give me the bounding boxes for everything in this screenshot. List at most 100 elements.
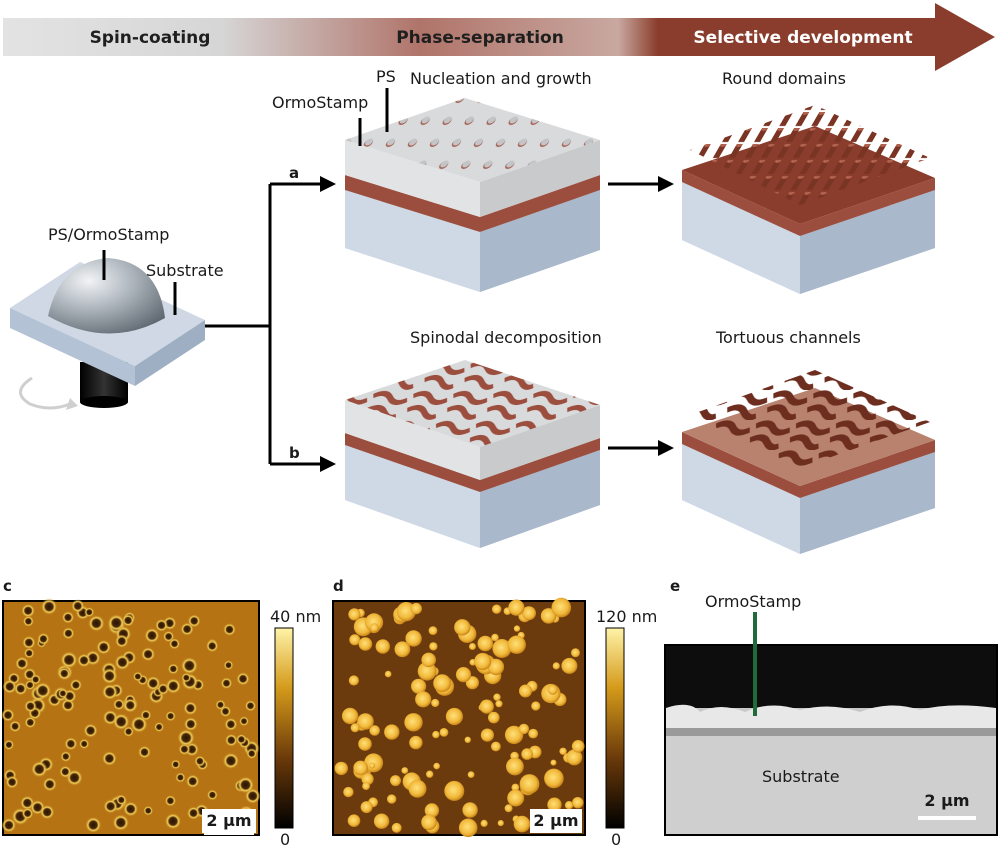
colorbar-c-min: 0 <box>280 830 290 847</box>
afm-d-domain <box>547 684 558 695</box>
afm-c-pit <box>224 733 238 747</box>
afm-c-pit <box>115 794 127 806</box>
afm-d-domain <box>358 737 372 751</box>
afm-d-domain <box>480 819 488 828</box>
afm-d-domain <box>528 728 539 739</box>
afm-d-domain <box>455 667 472 683</box>
spinodal-pattern <box>345 360 600 447</box>
afm-d-domain <box>480 728 494 742</box>
label-spinodal: Spinodal decomposition <box>410 328 602 347</box>
afm-c-pit <box>238 716 250 727</box>
afm-d-domain <box>410 602 422 615</box>
afm-c-pit <box>215 699 226 711</box>
afm-d-domain <box>408 779 427 798</box>
label-ps: PS <box>376 67 396 86</box>
afm-d-domain <box>561 657 578 674</box>
panel-c: c 2 µm 40 nm 0 <box>1 577 321 847</box>
afm-c-pit <box>177 728 196 747</box>
afm-d-domain <box>390 775 401 787</box>
afm-c-pit <box>87 614 105 632</box>
afm-c-pit <box>112 698 125 711</box>
block-spinodal: Spinodal decomposition <box>345 328 602 548</box>
afm-d-domain <box>360 801 373 814</box>
afm-d-domain <box>362 782 370 790</box>
afm-d-domain <box>429 642 438 651</box>
afm-d-domain <box>347 814 361 827</box>
afm-d-domain <box>469 643 476 650</box>
afm-d-domain <box>369 762 376 769</box>
afm-c-pit <box>84 607 95 618</box>
afm-d-domain <box>540 608 557 624</box>
afm-d-domain <box>572 797 584 809</box>
afm-c-pit <box>153 721 165 733</box>
afm-c-pit <box>71 599 85 613</box>
afm-d-domain <box>384 670 392 678</box>
afm-d-domain <box>492 604 502 614</box>
label-ps-ormostamp: PS/OrmoStamp <box>48 225 169 244</box>
afm-c-pit <box>112 713 130 731</box>
afm-d-domain <box>433 674 452 693</box>
afm-d-domain <box>522 606 536 621</box>
afm-c-pit <box>57 667 71 680</box>
afm-d-domain <box>424 803 440 818</box>
afm-c-pit <box>30 674 42 685</box>
afm-c-pit <box>143 805 154 816</box>
afm-c-pit <box>24 716 37 729</box>
afm-d-domain <box>507 789 525 807</box>
afm-d-domain <box>513 625 521 632</box>
banner-arrow <box>3 3 995 71</box>
afm-d-domain <box>353 760 369 776</box>
afm-d-domain <box>564 801 574 810</box>
afm-c-pit <box>15 656 29 671</box>
afm-c-pit <box>235 733 247 746</box>
afm-d-domain <box>454 619 471 636</box>
afm-c-pit <box>244 699 257 712</box>
afm-d-domain <box>334 761 348 776</box>
afm-c-pit <box>21 603 36 618</box>
afm-c-pit <box>144 627 160 644</box>
afm-c-pit <box>39 804 55 820</box>
afm-d-domain <box>506 757 524 776</box>
afm-c-pit <box>3 739 15 751</box>
afm-c-pit <box>164 794 177 807</box>
label-ormostamp-sem: OrmoStamp <box>705 592 801 611</box>
pillar-array <box>690 105 930 205</box>
afm-d-domain <box>349 634 361 646</box>
afm-c-pit <box>165 710 177 722</box>
afm-d-domain <box>504 804 513 813</box>
afm-c-pit <box>236 672 250 686</box>
afm-c-pit <box>114 634 129 648</box>
ormostamp-layer-sem <box>666 704 996 728</box>
afm-d-domain <box>544 768 564 789</box>
afm-c-pit <box>206 789 218 801</box>
afm-c-pit <box>107 614 126 632</box>
afm-d-domain <box>365 613 384 632</box>
afm-d-domain <box>343 786 354 798</box>
afm-c-pit <box>224 717 238 731</box>
afm-d-domain <box>518 723 530 735</box>
afm-d-domain <box>551 597 572 618</box>
afm-c-pit <box>175 772 186 783</box>
afm-d-domain <box>547 797 562 812</box>
afm-d-domain <box>348 675 359 686</box>
afm-d-domain <box>491 741 501 752</box>
afm-c-pit <box>101 750 117 767</box>
afm-d-domain <box>350 723 360 733</box>
process-banner: Spin-coating Phase-separation Selective … <box>3 3 995 71</box>
afm-c-features <box>1 598 261 834</box>
channel-pattern <box>690 370 930 468</box>
spin-coater: PS/OrmoStamp Substrate <box>10 225 224 410</box>
afm-d-domain <box>495 700 503 708</box>
afm-d-domain <box>404 713 423 732</box>
afm-d-domain <box>519 774 540 794</box>
afm-c-pit <box>185 774 200 789</box>
afm-d-domain <box>566 749 583 766</box>
afm-c-pit <box>194 755 206 767</box>
afm-d-domain <box>375 639 390 654</box>
afm-c-pit <box>34 681 52 700</box>
afm-c-pit <box>22 635 36 650</box>
afm-c-pit <box>103 799 118 814</box>
afm-d-domain <box>462 802 478 818</box>
afm-d-domain <box>571 648 580 658</box>
afm-c-pit <box>76 653 92 668</box>
